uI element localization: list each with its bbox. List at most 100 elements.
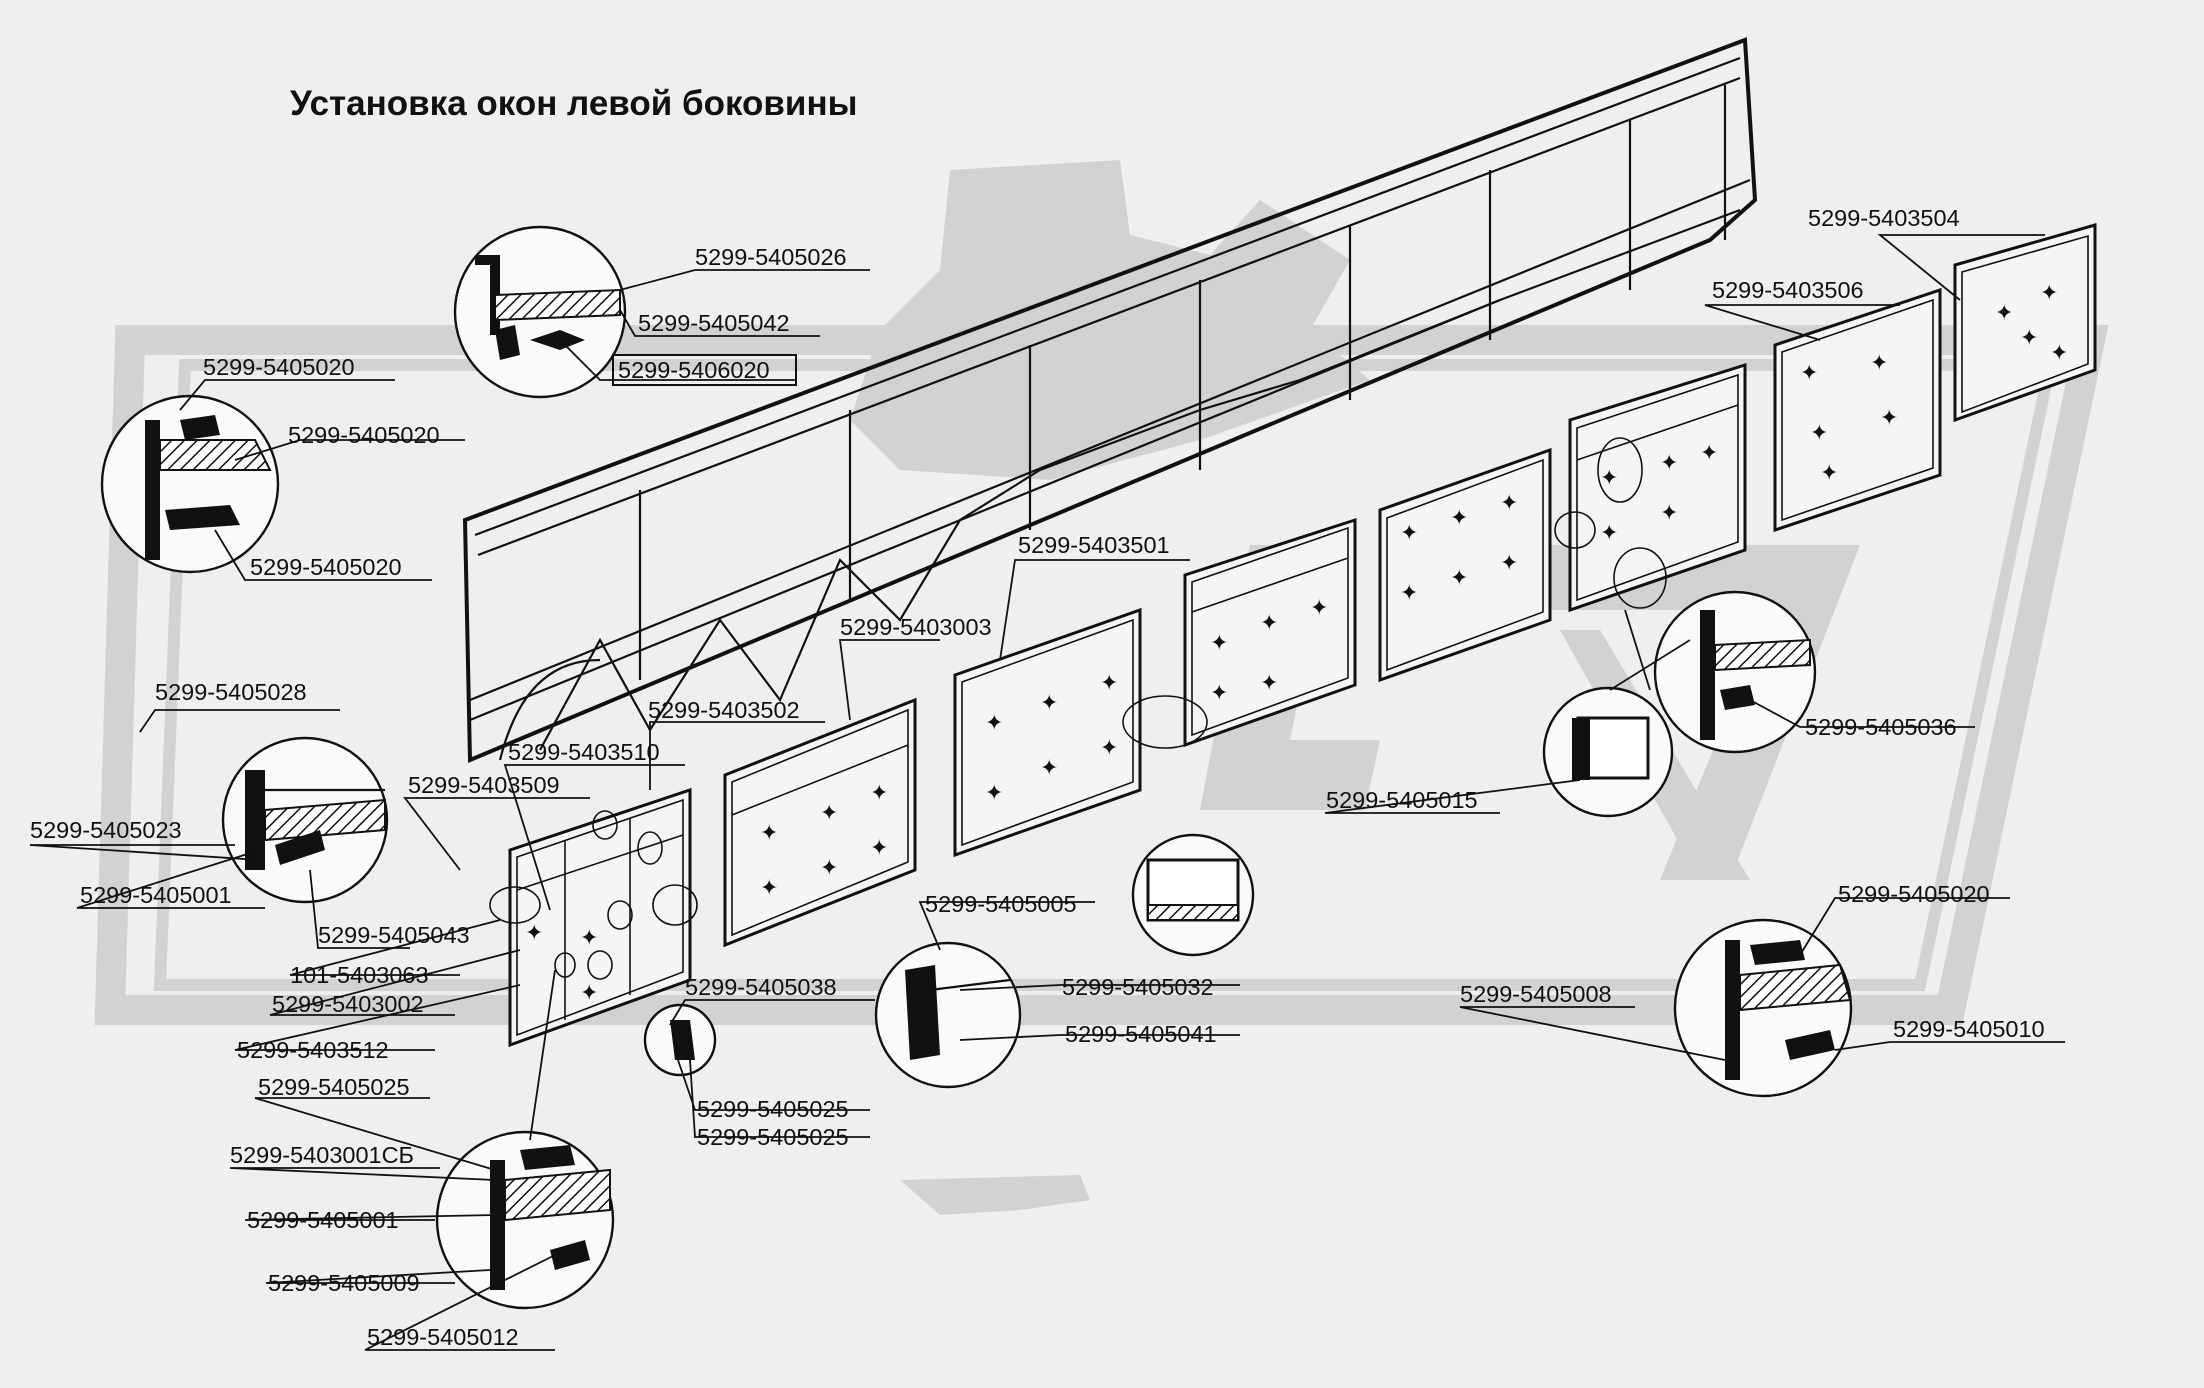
leader-lines bbox=[29, 234, 2065, 1351]
label-5299-5405020-d: 5299-5405020 bbox=[1838, 881, 1990, 907]
label-5299-5405025-c: 5299-5405025 bbox=[697, 1124, 849, 1150]
label-5299-5405028: 5299-5405028 bbox=[155, 679, 307, 705]
svg-text:✦: ✦ bbox=[2020, 325, 2038, 350]
window-5403501: ✦ ✦ ✦ ✦ ✦ ✦ bbox=[953, 607, 1142, 858]
svg-text:✦: ✦ bbox=[1500, 550, 1518, 575]
label-5299-5405042: 5299-5405042 bbox=[638, 310, 790, 336]
svg-text:✦: ✦ bbox=[1450, 565, 1468, 590]
label-5299-5405015: 5299-5405015 bbox=[1326, 787, 1478, 813]
part-labels: 5299-5405026 5299-5405042 5299-5406020 5… bbox=[30, 205, 2045, 1350]
svg-text:✦: ✦ bbox=[1260, 610, 1278, 635]
label-box-5299-5406020 bbox=[612, 354, 797, 386]
side-frame bbox=[462, 37, 1758, 763]
label-5299-5405008: 5299-5405008 bbox=[1460, 981, 1612, 1007]
svg-text:✦: ✦ bbox=[1660, 450, 1678, 475]
svg-text:✦: ✦ bbox=[2050, 340, 2068, 365]
label-5299-5405005: 5299-5405005 bbox=[925, 891, 1077, 917]
svg-text:✦: ✦ bbox=[820, 855, 838, 880]
svg-text:✦: ✦ bbox=[1500, 490, 1518, 515]
svg-text:✦: ✦ bbox=[985, 780, 1003, 805]
svg-text:✦: ✦ bbox=[1400, 520, 1418, 545]
label-5299-5405020-c: 5299-5405020 bbox=[250, 554, 402, 580]
label-5299-5403502: 5299-5403502 bbox=[648, 697, 800, 723]
label-5299-5403506: 5299-5403506 bbox=[1712, 277, 1864, 303]
label-5299-5403501: 5299-5403501 bbox=[1018, 532, 1170, 558]
svg-text:✦: ✦ bbox=[1880, 405, 1898, 430]
label-5299-5405025-a: 5299-5405025 bbox=[258, 1074, 410, 1100]
svg-text:✦: ✦ bbox=[985, 710, 1003, 735]
detail-circle-8 bbox=[1542, 686, 1674, 818]
label-5299-5403001sb: 5299-5403001СБ bbox=[230, 1142, 414, 1168]
label-5299-5405026: 5299-5405026 bbox=[695, 244, 847, 270]
label-5299-5405023: 5299-5405023 bbox=[30, 817, 182, 843]
svg-text:✦: ✦ bbox=[1100, 670, 1118, 695]
label-5299-5405036: 5299-5405036 bbox=[1805, 714, 1957, 740]
ellipse-marker-c bbox=[1613, 547, 1667, 609]
window-5403506: ✦ ✦ ✦ ✦ ✦ bbox=[1773, 287, 1942, 533]
svg-text:✦: ✦ bbox=[1660, 500, 1678, 525]
detail-circle-10 bbox=[1673, 918, 1853, 1098]
label-5299-5405001-b: 5299-5405001 bbox=[247, 1207, 399, 1233]
svg-text:✦: ✦ bbox=[820, 800, 838, 825]
svg-text:✦: ✦ bbox=[1210, 680, 1228, 705]
svg-text:✦: ✦ bbox=[1820, 460, 1838, 485]
svg-text:✦: ✦ bbox=[760, 875, 778, 900]
window-5403504: ✦ ✦ ✦ ✦ bbox=[1953, 223, 2097, 423]
label-5299-5405032: 5299-5405032 bbox=[1062, 974, 1214, 1000]
label-5299-5405020-b: 5299-5405020 bbox=[288, 422, 440, 448]
detail-circle-5 bbox=[643, 1003, 717, 1077]
svg-text:✦: ✦ bbox=[1800, 360, 1818, 385]
label-5299-5405001-a: 5299-5405001 bbox=[80, 882, 232, 908]
svg-text:✦: ✦ bbox=[870, 780, 888, 805]
svg-text:✦: ✦ bbox=[1400, 580, 1418, 605]
svg-text:✦: ✦ bbox=[525, 920, 543, 945]
label-5299-5403003: 5299-5403003 bbox=[840, 614, 992, 640]
window-door-5403512: ✦ ✦ ✦ bbox=[489, 787, 698, 1048]
svg-text:✦: ✦ bbox=[1450, 505, 1468, 530]
label-5299-5405009: 5299-5405009 bbox=[268, 1270, 420, 1296]
window-mid-4: ✦ ✦ ✦ ✦ ✦ ✦ bbox=[1378, 447, 1552, 683]
svg-text:✦: ✦ bbox=[1040, 690, 1058, 715]
label-5299-5403509: 5299-5403509 bbox=[408, 772, 560, 798]
ellipse-marker-b bbox=[1554, 511, 1596, 549]
svg-text:✦: ✦ bbox=[1600, 520, 1618, 545]
label-5299-5403510: 5299-5403510 bbox=[508, 739, 660, 765]
svg-text:✦: ✦ bbox=[870, 835, 888, 860]
svg-text:✦: ✦ bbox=[1260, 670, 1278, 695]
label-5299-5405010: 5299-5405010 bbox=[1893, 1016, 2045, 1042]
svg-text:✦: ✦ bbox=[760, 820, 778, 845]
svg-text:✦: ✦ bbox=[1600, 465, 1618, 490]
detail-circle-1 bbox=[453, 225, 627, 399]
detail-circle-4 bbox=[435, 1130, 615, 1310]
svg-text:✦: ✦ bbox=[2040, 280, 2058, 305]
detail-circle-9 bbox=[1653, 590, 1817, 754]
label-5299-5403504: 5299-5403504 bbox=[1808, 205, 1960, 231]
svg-text:✦: ✦ bbox=[1995, 300, 2013, 325]
label-5299-5405043: 5299-5405043 bbox=[318, 922, 470, 948]
svg-text:✦: ✦ bbox=[1700, 440, 1718, 465]
label-5299-5405020-a: 5299-5405020 bbox=[203, 354, 355, 380]
svg-text:✦: ✦ bbox=[1810, 420, 1828, 445]
svg-text:✦: ✦ bbox=[1210, 630, 1228, 655]
window-mid-3: ✦ ✦ ✦ ✦ ✦ bbox=[1183, 517, 1357, 748]
ellipse-marker-a bbox=[1122, 695, 1208, 749]
svg-text:✦: ✦ bbox=[1100, 735, 1118, 760]
label-5299-5405025-b: 5299-5405025 bbox=[697, 1096, 849, 1122]
svg-text:✦: ✦ bbox=[1310, 595, 1328, 620]
detail-circle-3 bbox=[221, 736, 389, 904]
diagram-title: Установка окон левой боковины bbox=[290, 84, 857, 123]
label-5299-5403512: 5299-5403512 bbox=[237, 1037, 389, 1063]
svg-text:✦: ✦ bbox=[1040, 755, 1058, 780]
label-5299-5405038: 5299-5405038 bbox=[685, 974, 837, 1000]
label-5299-5405012: 5299-5405012 bbox=[367, 1324, 519, 1350]
detail-circle-7 bbox=[1131, 833, 1255, 957]
svg-text:✦: ✦ bbox=[580, 980, 598, 1005]
detail-circle-2 bbox=[100, 394, 280, 574]
svg-text:✦: ✦ bbox=[580, 925, 598, 950]
window-5403502: ✦ ✦ ✦ ✦ ✦ ✦ bbox=[723, 697, 917, 948]
label-5299-5403002: 5299-5403002 bbox=[272, 991, 424, 1017]
svg-text:✦: ✦ bbox=[1870, 350, 1888, 375]
detail-circle-6 bbox=[874, 941, 1022, 1089]
label-5299-5405041: 5299-5405041 bbox=[1065, 1021, 1217, 1047]
